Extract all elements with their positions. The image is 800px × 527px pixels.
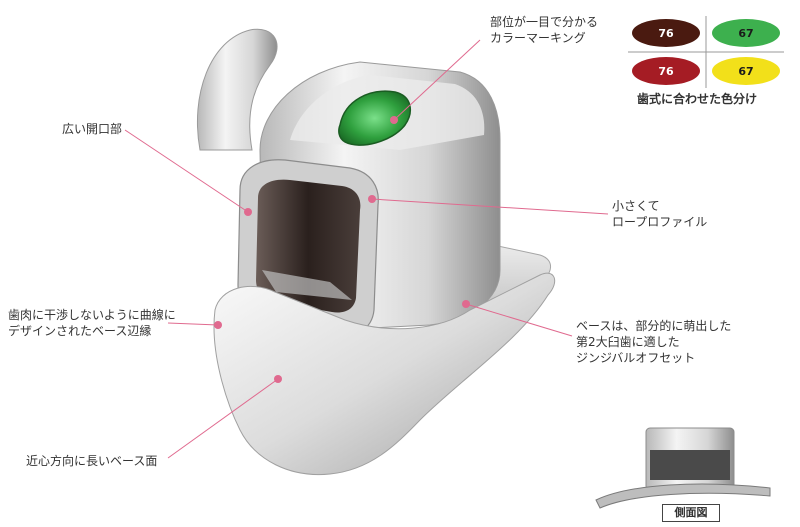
color-legend: 76 67 76 67 [628,16,784,88]
legend-swatch-1 [632,19,700,47]
bracket-hook [196,28,278,151]
legend-swatch-4 [712,57,780,85]
label-low-profile-line-2: ロープロファイル [612,215,708,229]
side-view-illustration [595,427,771,509]
leader-wide-opening [124,129,249,213]
label-offset-line-3: ジンジバルオフセット [576,351,696,365]
legend-title: 歯式に合わせた色分け [637,92,758,106]
leader-gum-contour [167,322,219,326]
label-offset: ベースは、部分的に萌出した 第2大臼歯に適した ジンジバルオフセット [576,318,731,366]
side-view-slot [650,450,730,480]
bracket-illustration [196,28,556,476]
legend-swatch-2-text: 67 [738,27,753,40]
leader-long-base [167,378,279,459]
bracket-base-pad [213,272,556,476]
label-wide-opening: 広い開口部 [62,121,122,137]
label-long-base-text: 近心方向に長いベース面 [26,454,158,468]
legend-swatch-3 [632,57,700,85]
label-wide-opening-text: 広い開口部 [62,122,123,136]
label-long-base: 近心方向に長いベース面 [26,453,157,469]
leader-long-base-dot [274,375,282,383]
label-low-profile: 小さくて ロープロファイル [612,198,707,230]
label-gum-contour-line-1: 歯肉に干渉しないように曲線に [8,308,176,322]
label-offset-line-1: ベースは、部分的に萌出した [576,319,732,333]
legend-swatch-2 [712,19,780,47]
label-marking: 部位が一目で分かる カラーマーキング [490,14,598,46]
label-marking-line-1: 部位が一目で分かる [490,15,599,29]
label-offset-line-2: 第2大臼歯に適した [576,335,680,349]
label-marking-line-2: カラーマーキング [490,31,586,45]
leader-offset-dot [462,300,470,308]
leader-wide-opening-dot [244,208,252,216]
leader-offset [465,303,573,337]
legend-swatch-1-text: 76 [658,27,674,40]
leader-marking [393,39,481,121]
tube-opening-floor [262,270,352,300]
color-marking [338,90,412,146]
leader-lines [124,39,609,459]
leader-low-profile [371,198,609,215]
label-gum-contour-line-2: デザインされたベース辺縁 [8,324,152,338]
side-view-title: 側面図 [662,504,720,522]
label-low-profile-line-1: 小さくて [612,199,660,213]
side-view-base [595,483,771,509]
label-gum-contour: 歯肉に干渉しないように曲線に デザインされたベース辺縁 [8,307,176,339]
leader-gum-contour-dot [214,321,222,329]
legend-swatch-4-text: 67 [738,65,753,78]
leader-marking-dot [390,116,398,124]
leader-low-profile-dot [368,195,376,203]
legend-swatch-3-text: 76 [658,65,674,78]
